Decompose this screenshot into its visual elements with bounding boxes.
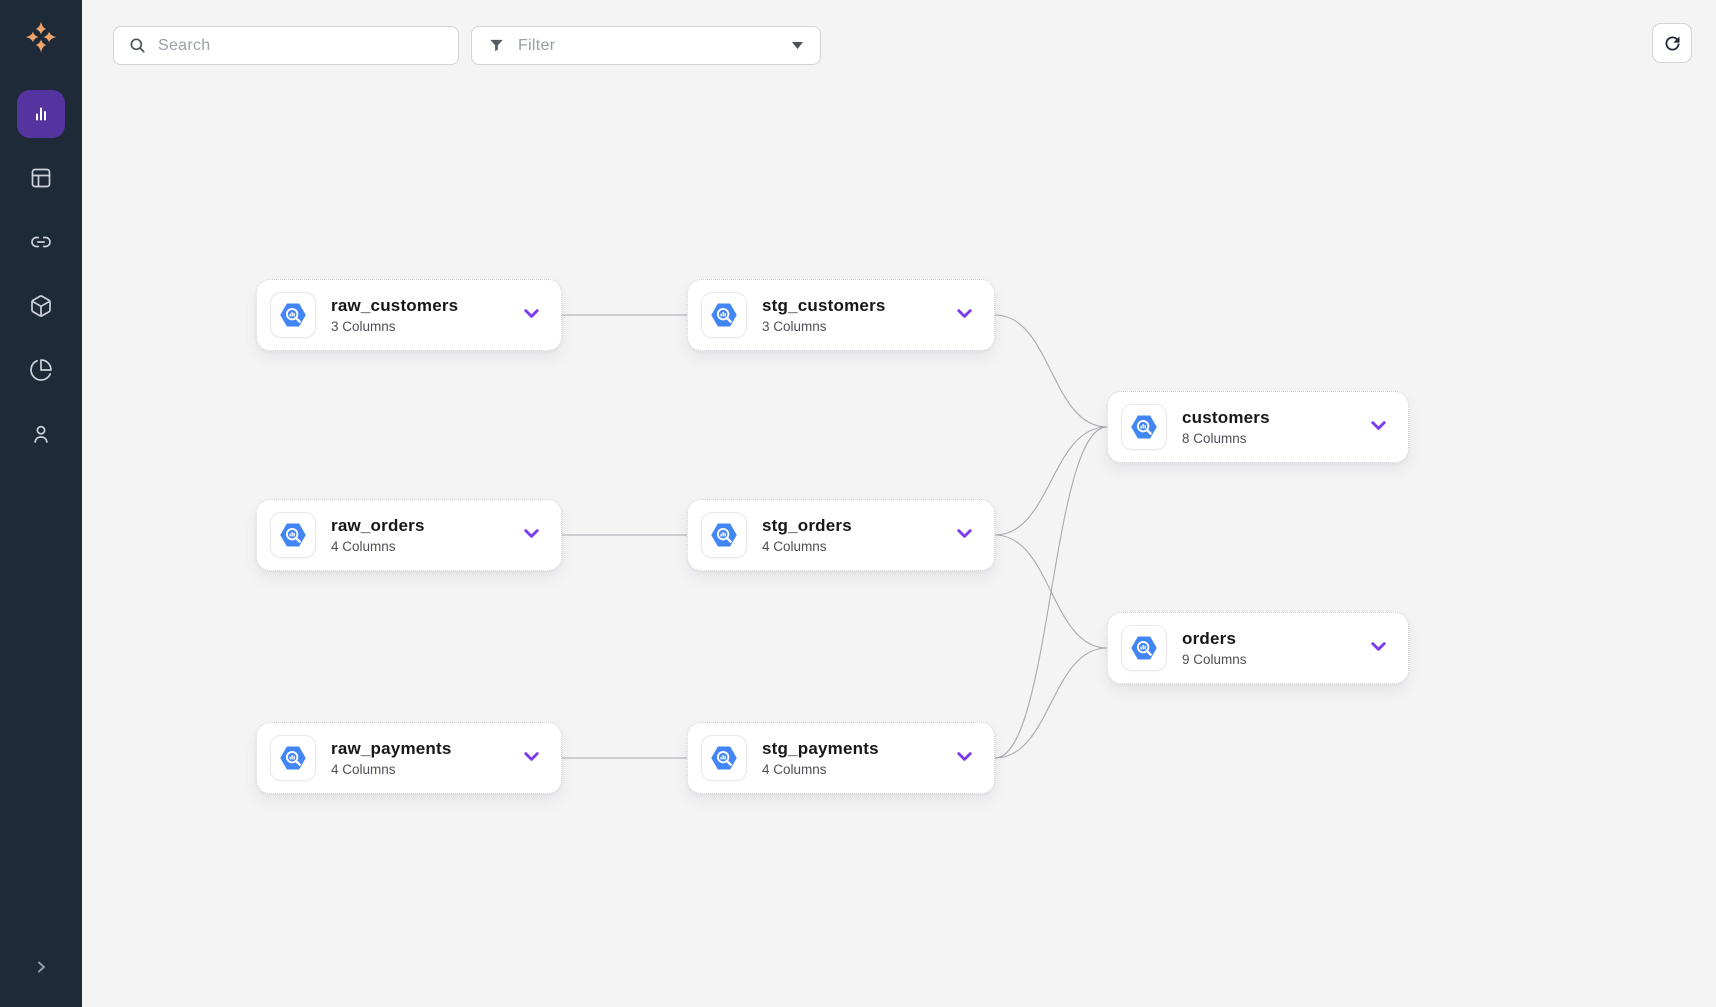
filter-label: Filter xyxy=(518,36,556,54)
chevron-down-icon xyxy=(1367,635,1390,661)
node-title: raw_payments xyxy=(331,739,452,759)
node-title: raw_customers xyxy=(331,296,459,316)
sidebar-item-account[interactable] xyxy=(29,422,53,446)
chevron-down-icon xyxy=(520,522,543,548)
sidebar-item-lineage[interactable] xyxy=(17,90,65,138)
node-title: stg_customers xyxy=(762,296,886,316)
node-title: customers xyxy=(1182,408,1270,428)
expand-columns-button[interactable] xyxy=(951,300,978,330)
sidebar-item-connections[interactable] xyxy=(29,230,53,254)
chevron-down-icon xyxy=(520,745,543,771)
caret-down-icon xyxy=(791,37,804,55)
lineage-node-stg_payments[interactable]: stg_payments 4 Columns xyxy=(687,722,995,794)
edge-stg_orders-orders xyxy=(994,534,1108,649)
lineage-node-raw_customers[interactable]: raw_customers 3 Columns xyxy=(256,279,562,351)
node-columns: 4 Columns xyxy=(331,538,396,554)
sidebar-nav xyxy=(0,90,82,446)
expand-columns-button[interactable] xyxy=(518,520,545,550)
node-columns: 4 Columns xyxy=(762,538,827,554)
chevron-down-icon xyxy=(520,302,543,328)
node-title: stg_orders xyxy=(762,516,852,536)
lineage-node-customers[interactable]: customers 8 Columns xyxy=(1107,391,1409,463)
refresh-icon xyxy=(1662,33,1683,54)
expand-columns-button[interactable] xyxy=(518,743,545,773)
search-box xyxy=(113,26,459,65)
node-columns: 3 Columns xyxy=(762,318,827,334)
expand-columns-button[interactable] xyxy=(1365,633,1392,663)
lineage-node-stg_orders[interactable]: stg_orders 4 Columns xyxy=(687,499,995,571)
node-columns: 4 Columns xyxy=(331,761,396,777)
lineage-node-orders[interactable]: orders 9 Columns xyxy=(1107,612,1409,684)
chevron-right-icon xyxy=(31,957,51,977)
filter-dropdown[interactable]: Filter xyxy=(471,26,821,65)
pie-chart-icon xyxy=(29,358,53,382)
expand-columns-button[interactable] xyxy=(951,743,978,773)
lineage-node-raw_payments[interactable]: raw_payments 4 Columns xyxy=(256,722,562,794)
layout-table-icon xyxy=(29,166,53,190)
refresh-button[interactable] xyxy=(1652,23,1692,63)
edge-stg_customers-customers xyxy=(994,314,1108,428)
sidebar-item-models[interactable] xyxy=(29,294,53,318)
bigquery-icon xyxy=(1121,625,1167,671)
expand-columns-button[interactable] xyxy=(951,520,978,550)
chevron-down-icon xyxy=(953,522,976,548)
compass-star-logo xyxy=(0,19,82,55)
expand-columns-button[interactable] xyxy=(1365,412,1392,442)
sidebar xyxy=(0,0,82,1007)
search-input[interactable] xyxy=(158,36,446,55)
edge-stg_payments-orders xyxy=(994,647,1108,759)
bigquery-icon xyxy=(270,735,316,781)
bigquery-icon xyxy=(270,292,316,338)
bigquery-icon xyxy=(701,512,747,558)
link-icon xyxy=(29,230,53,254)
bigquery-icon xyxy=(270,512,316,558)
chevron-down-icon xyxy=(953,745,976,771)
expand-columns-button[interactable] xyxy=(518,300,545,330)
chevron-down-icon xyxy=(953,302,976,328)
edge-stg_orders-customers xyxy=(994,426,1108,536)
lineage-node-stg_customers[interactable]: stg_customers 3 Columns xyxy=(687,279,995,351)
node-title: stg_payments xyxy=(762,739,879,759)
bigquery-icon xyxy=(701,292,747,338)
bar-chart-icon xyxy=(29,102,53,126)
bigquery-icon xyxy=(1121,404,1167,450)
lineage-node-raw_orders[interactable]: raw_orders 4 Columns xyxy=(256,499,562,571)
node-columns: 3 Columns xyxy=(331,318,396,334)
node-columns: 9 Columns xyxy=(1182,651,1247,667)
user-icon xyxy=(29,422,53,446)
node-columns: 4 Columns xyxy=(762,761,827,777)
bigquery-icon xyxy=(701,735,747,781)
node-title: orders xyxy=(1182,629,1237,649)
sidebar-item-reports[interactable] xyxy=(29,358,53,382)
sidebar-item-tables[interactable] xyxy=(29,166,53,190)
chevron-down-icon xyxy=(1367,414,1390,440)
box-icon xyxy=(29,294,53,318)
node-title: raw_orders xyxy=(331,516,425,536)
node-columns: 8 Columns xyxy=(1182,430,1247,446)
sidebar-expand-button[interactable] xyxy=(0,957,82,977)
filter-funnel-icon xyxy=(488,37,505,54)
search-icon xyxy=(128,36,147,55)
